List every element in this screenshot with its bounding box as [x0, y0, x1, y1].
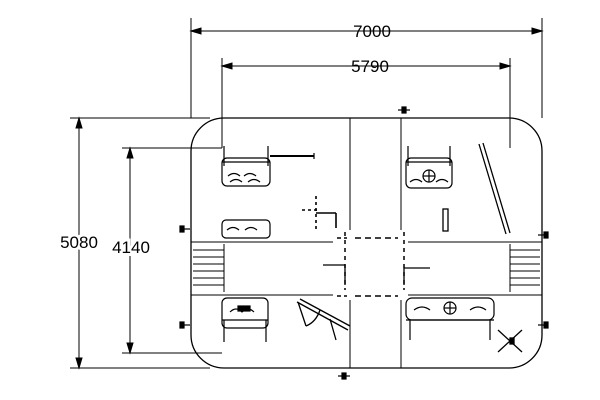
play-area-boundary: [190, 117, 543, 369]
overall-width-label: 7000: [353, 22, 391, 41]
dimension-overall-width: [189, 18, 544, 118]
inner-width-label: 5790: [351, 57, 389, 76]
side-ticks: [179, 225, 549, 329]
dimension-inner-height: [122, 146, 222, 355]
platform-bottom-left: [221, 297, 269, 342]
center-tick-top: [398, 106, 410, 114]
platform-top-left: [221, 146, 315, 187]
dimension-inner-width: [220, 58, 512, 148]
platform-top-right: [405, 146, 453, 189]
quadrant-dividers: [191, 118, 542, 368]
left-stairs: [193, 244, 225, 292]
x-marker-bottom-right: [497, 329, 523, 353]
cross-climber: [302, 196, 337, 230]
swing-bottom-left: [296, 298, 351, 341]
overall-height-label: 5080: [60, 233, 98, 252]
slide-top-right: [478, 142, 511, 235]
platform-mid-left: [221, 219, 271, 239]
inner-height-label: 4140: [112, 238, 150, 257]
central-bridge-connectors: [337, 232, 405, 297]
dimension-overall-height: [70, 116, 210, 370]
platform-bottom-right: [405, 297, 495, 340]
center-tick-bottom: [338, 372, 350, 380]
central-steps: [323, 264, 430, 285]
right-stairs: [509, 244, 540, 292]
post-right: [442, 208, 449, 232]
